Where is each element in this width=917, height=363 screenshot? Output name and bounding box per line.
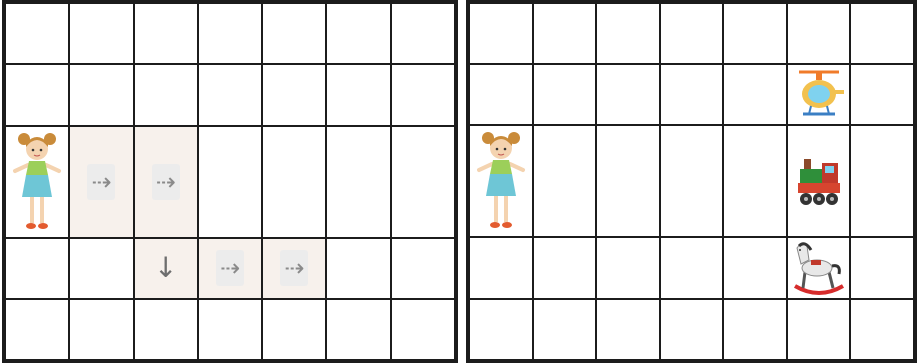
right-grid-cell [850,64,914,125]
right-grid-cell [596,299,660,360]
right-grid-cell [850,299,914,360]
left-grid-cell: ↓ [134,238,198,299]
left-grid-cell [134,64,198,125]
right-grid [466,0,917,363]
left-grid-cell: ⇢ [198,238,262,299]
right-grid-cell [787,64,851,125]
left-grid-cell [69,238,133,299]
right-grid-cell [533,125,597,237]
left-grid-panel: ⇢ ⇢ ↓ ⇢ ⇢ [2,0,458,363]
right-grid-cell [723,237,787,299]
right-grid-cell [850,237,914,299]
dotted-right-arrow-icon: ⇢ [280,250,308,286]
left-grid-cell [326,299,390,360]
right-grid-cell [596,3,660,64]
left-grid-cell: ⇢ [69,126,133,238]
right-grid-cell [469,299,533,360]
left-grid-cell [262,299,326,360]
dotted-right-arrow-icon: ⇢ [87,164,115,200]
dotted-right-arrow-icon: ⇢ [216,250,244,286]
down-arrow-icon: ↓ [150,248,181,288]
left-grid-cell [326,3,390,64]
right-grid-panel [466,0,917,363]
left-grid-cell [391,64,455,125]
left-grid-cell [262,64,326,125]
right-grid-cell [533,237,597,299]
right-grid-cell [596,237,660,299]
left-grid-cell [391,238,455,299]
train-icon [796,153,842,209]
left-grid-cell [5,238,69,299]
left-grid-cell [326,126,390,238]
left-grid-cell [391,126,455,238]
rocking-horse-icon [791,238,847,298]
left-grid-cell [5,299,69,360]
helicopter-icon [793,66,845,124]
right-grid-cell [660,125,724,237]
left-grid-cell [326,64,390,125]
left-grid-cell [198,64,262,125]
left-grid-cell [391,299,455,360]
right-grid-cell [660,237,724,299]
right-grid-cell [787,125,851,237]
right-grid-cell [723,299,787,360]
right-grid-cell [533,299,597,360]
left-grid-cell [5,126,69,238]
right-grid-cell [596,64,660,125]
right-grid-cell [469,64,533,125]
right-grid-cell [533,3,597,64]
left-grid-cell: ⇢ [134,126,198,238]
left-grid-cell [391,3,455,64]
dotted-right-arrow-icon: ⇢ [152,164,180,200]
right-grid-cell [787,299,851,360]
left-grid: ⇢ ⇢ ↓ ⇢ ⇢ [2,0,458,363]
left-grid-cell [262,126,326,238]
left-grid-cell [69,299,133,360]
right-grid-cell [850,125,914,237]
left-grid-cell: ⇢ [262,238,326,299]
left-grid-cell [69,3,133,64]
right-grid-cell [787,237,851,299]
right-grid-cell [469,237,533,299]
left-grid-cell [198,126,262,238]
left-grid-cell [134,3,198,64]
left-grid-cell [69,64,133,125]
right-grid-cell [660,64,724,125]
left-grid-cell [262,3,326,64]
right-grid-cell [723,64,787,125]
right-grid-cell [723,3,787,64]
left-grid-cell [5,64,69,125]
girl-figure-icon [476,126,526,236]
left-grid-cell [134,299,198,360]
right-grid-cell [469,3,533,64]
right-grid-cell [660,299,724,360]
right-grid-cell [787,3,851,64]
left-grid-cell [5,3,69,64]
girl-figure-icon [12,127,62,237]
right-grid-cell [533,64,597,125]
left-grid-cell [198,3,262,64]
right-grid-cell [850,3,914,64]
left-grid-cell [326,238,390,299]
left-grid-cell [198,299,262,360]
right-grid-cell [660,3,724,64]
right-grid-cell [469,125,533,237]
right-grid-cell [596,125,660,237]
right-grid-cell [723,125,787,237]
